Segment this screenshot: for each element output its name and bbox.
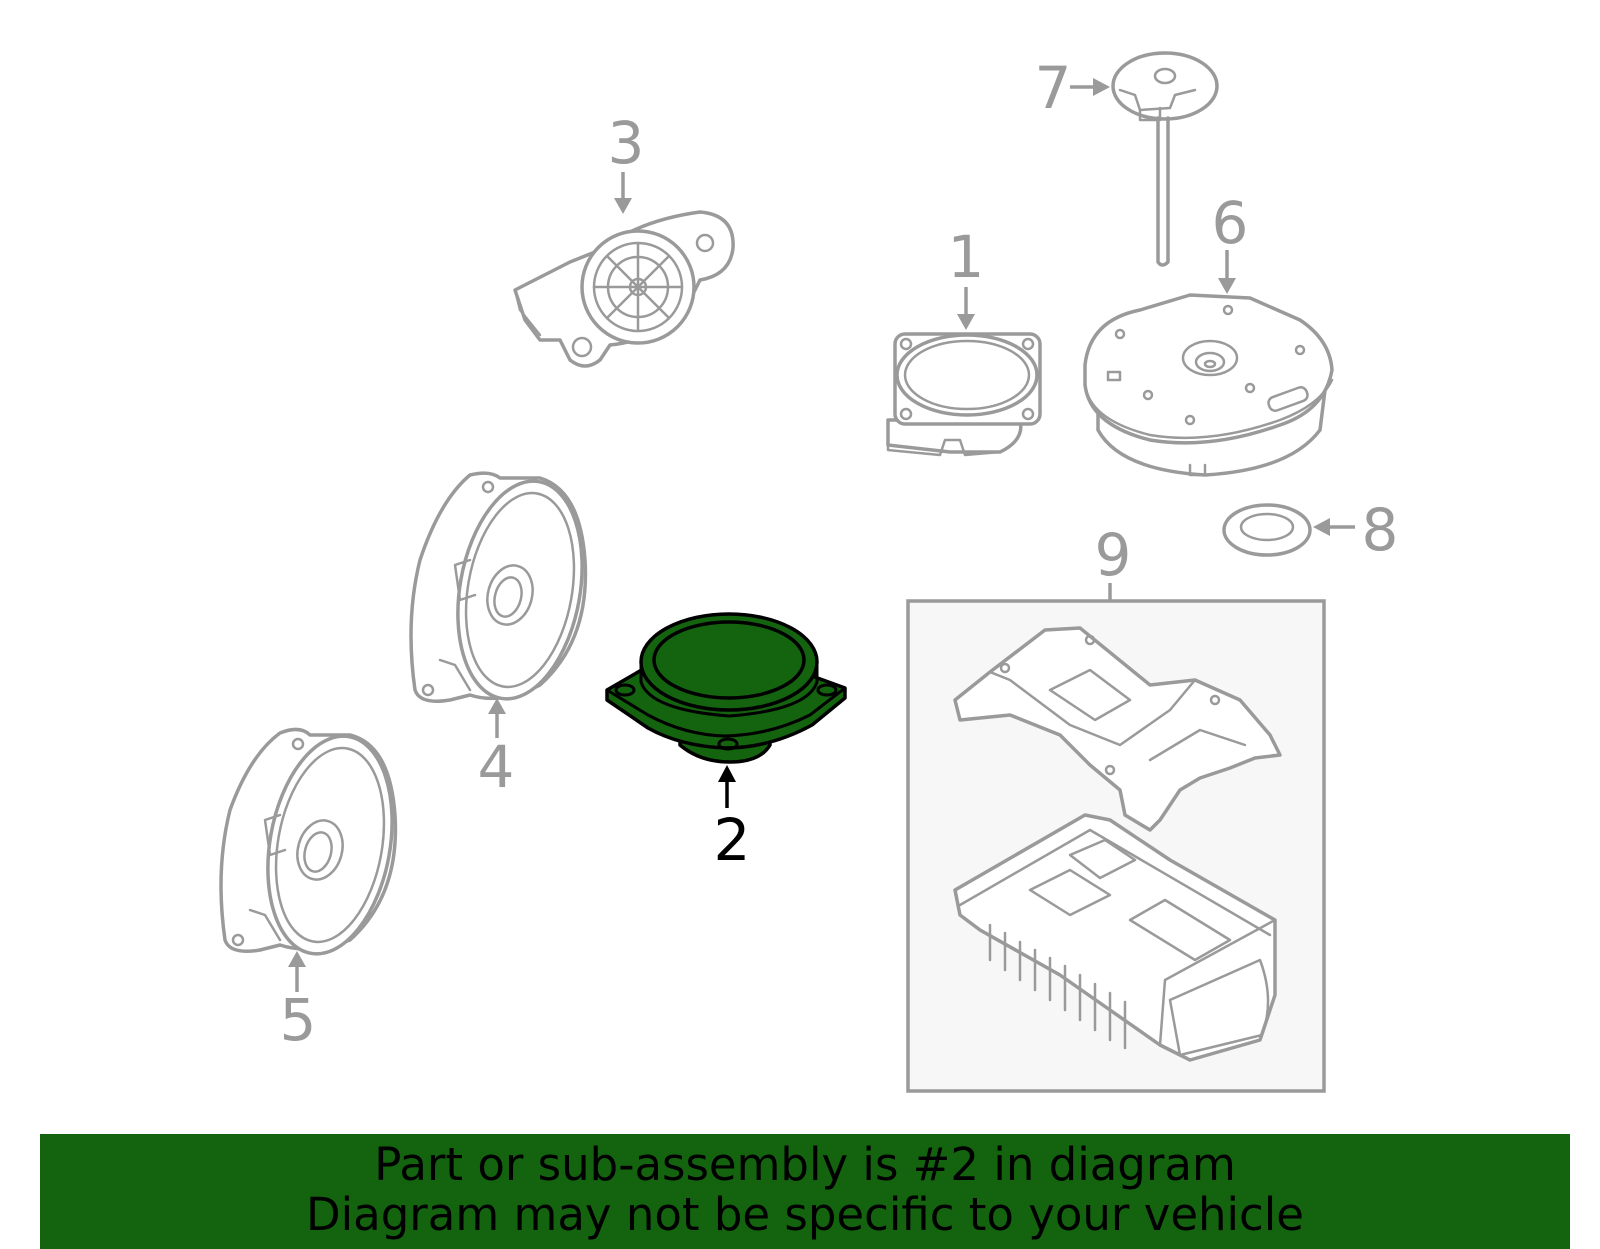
- callout-8: 8: [1313, 496, 1398, 564]
- part-6-subwoofer[interactable]: [1083, 293, 1334, 477]
- part-9-amplifier-box[interactable]: [906, 599, 1326, 1093]
- callout-3: 3: [608, 109, 645, 214]
- callout-2: 2: [714, 765, 751, 874]
- callout-4: 4: [478, 698, 515, 801]
- callout-6: 6: [1212, 189, 1249, 294]
- callout-7: 7: [1035, 54, 1110, 122]
- callout-label-6: 6: [1212, 189, 1249, 257]
- callout-label-5: 5: [280, 986, 317, 1054]
- banner-line-1: Part or sub-assembly is #2 in diagram: [374, 1138, 1236, 1191]
- part-7-mount[interactable]: [1111, 51, 1219, 267]
- part-5-speaker[interactable]: [219, 726, 408, 963]
- callout-label-8: 8: [1362, 496, 1399, 564]
- banner-line-2: Diagram may not be specific to your vehi…: [306, 1188, 1304, 1241]
- callout-label-9: 9: [1095, 521, 1132, 589]
- info-banner: Part or sub-assembly is #2 in diagram Di…: [40, 1134, 1570, 1249]
- callout-label-4: 4: [478, 733, 515, 801]
- part-2-speaker-highlighted[interactable]: [605, 612, 847, 764]
- part-8-ring[interactable]: [1222, 503, 1312, 557]
- callout-9: 9: [1095, 521, 1132, 601]
- callout-1: 1: [948, 223, 985, 330]
- callout-5: 5: [280, 951, 317, 1054]
- callout-label-2: 2: [714, 806, 751, 874]
- callout-label-1: 1: [948, 223, 985, 291]
- part-4-speaker[interactable]: [409, 471, 598, 708]
- part-3-tweeter[interactable]: [513, 210, 735, 368]
- callout-label-7: 7: [1035, 54, 1072, 122]
- callout-label-3: 3: [608, 109, 645, 177]
- part-1-speaker[interactable]: [886, 332, 1042, 457]
